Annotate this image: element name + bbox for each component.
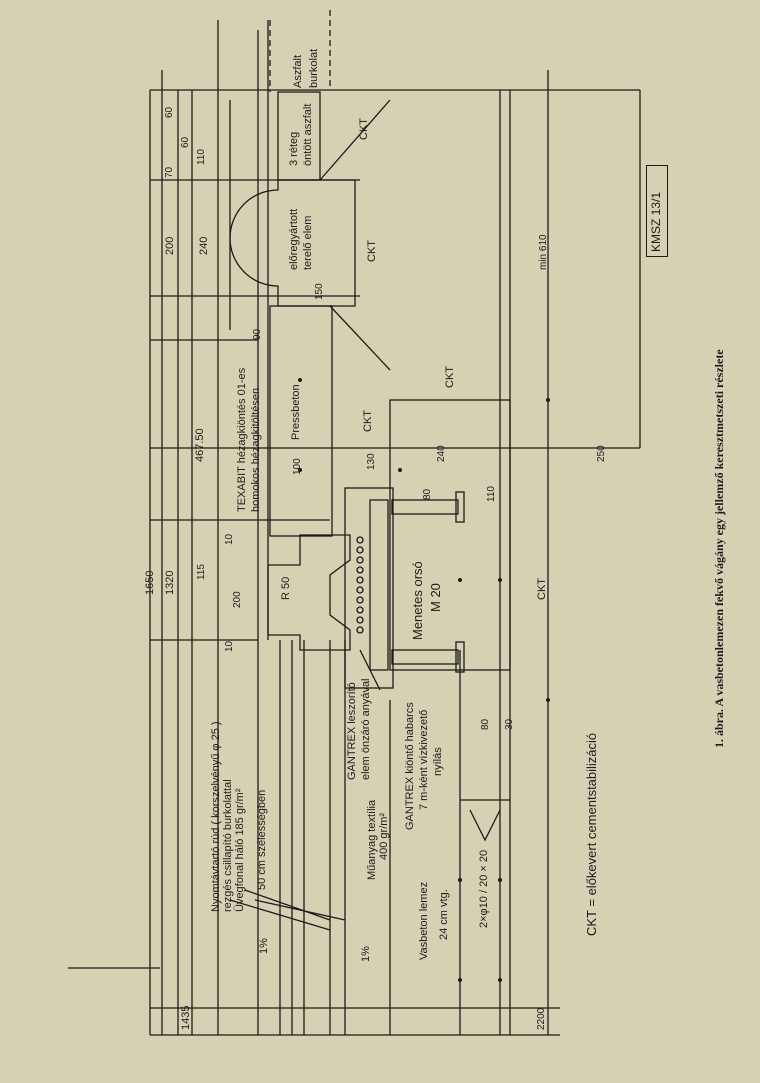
- gantrex-label-b: elem önzáró anyával: [360, 678, 372, 780]
- dim-130: 130: [366, 453, 377, 470]
- dim-90: 90: [252, 328, 263, 340]
- dim-467-50: 467.50: [194, 428, 206, 462]
- rebar-label: 2×φ10 / 20 × 20: [478, 849, 490, 928]
- reteg-label: 3 réteg: [288, 131, 300, 166]
- ckt-mid-label: CKT: [366, 240, 378, 262]
- anchor-bolt: [391, 499, 459, 515]
- pad-circles: [356, 536, 364, 634]
- ckt-definition: CKT = előkevert cementstabilizáció: [584, 732, 599, 936]
- kionto-label-c: nyílás: [432, 747, 444, 776]
- pressbeton-label: Pressbeton: [290, 384, 302, 440]
- kionto-label-a: GANTREX kiöntő habarcs: [404, 702, 416, 830]
- muanyag-label-a: Műanyag textília: [366, 799, 378, 880]
- dim-60-a: 60: [164, 106, 175, 118]
- dim-70: 70: [164, 166, 175, 178]
- kionto-label-b: 7 m-ként vízkivezető: [418, 709, 430, 810]
- nyomt-label-a: Nyomtávtartó rúd ( korszelvényű φ 25 ): [210, 721, 222, 912]
- guide-element: [229, 179, 356, 307]
- slope-label-1: 1%: [258, 938, 270, 954]
- dim-1320: 1320: [164, 570, 176, 595]
- nyomt-label-d: 50 cm szélességben: [256, 789, 268, 890]
- dim-min-610: min 610: [538, 234, 549, 270]
- drawing-code-box: KMSZ 13/1: [646, 165, 668, 257]
- burkolat-label: burkolat: [308, 48, 320, 88]
- dim-200-a: 200: [164, 236, 176, 255]
- dim-110-a: 110: [196, 149, 207, 165]
- ckt-right-label: CKT: [444, 366, 456, 388]
- dim-100: 100: [292, 458, 303, 475]
- ckt-top-label: CKT: [358, 118, 370, 140]
- dim-60-b: 60: [180, 136, 191, 148]
- vasbeton-label-b: 24 cm vtg.: [438, 889, 450, 940]
- dim-200-b: 200: [232, 591, 243, 608]
- dim-2200: 2200: [536, 1007, 547, 1030]
- slope-label-2: 1%: [360, 946, 372, 962]
- dim-150: 150: [314, 283, 325, 300]
- elem-label-b: terelő elem: [302, 215, 314, 270]
- muanyag-label-b: 400 gr/m²: [378, 812, 390, 860]
- nyomt-label-c: Üvegfonal háló 185 gr/m²: [234, 788, 246, 912]
- ckt-center-label: CKT: [362, 410, 374, 432]
- menetes-label-b: M 20: [428, 583, 443, 612]
- dim-10-b: 10: [224, 640, 235, 652]
- dim-110-b: 110: [486, 486, 497, 502]
- figure-caption: 1. ábra. A vasbetonlemezen fekvő vágány …: [712, 349, 726, 748]
- texabit-label-a: TEXABIT hézagkiöntés 01-es: [236, 367, 248, 512]
- dim-80-a: 80: [422, 488, 433, 500]
- dim-10-a: 10: [224, 533, 235, 545]
- dim-80-b: 80: [480, 718, 491, 730]
- drawing-code: KMSZ 13/1: [649, 191, 663, 252]
- elem-label-a: előregyártott: [288, 208, 300, 270]
- dim-115: 115: [196, 564, 207, 580]
- nyomt-label-b: rezgés csillapító burkolattal: [222, 779, 234, 912]
- dim-1435: 1435: [180, 1005, 192, 1030]
- dim-1650: 1650: [144, 570, 156, 595]
- dim-250: 250: [596, 445, 607, 462]
- rail-profile: [267, 534, 351, 651]
- r50-label: R 50: [280, 576, 292, 600]
- texabit-label-b: homokos hézagkitöltésen: [250, 387, 262, 512]
- dim-240-b: 240: [436, 445, 447, 462]
- vasbeton-label-a: Vasbeton lemez: [418, 881, 430, 960]
- menetes-label-a: Menetes orsó: [410, 561, 425, 640]
- ontott-label: öntött aszfalt: [302, 103, 314, 166]
- aszfalt-label: Aszfalt: [292, 54, 304, 88]
- dim-30: 30: [504, 718, 515, 730]
- ckt-bottom-label: CKT: [536, 578, 548, 600]
- dim-240-a: 240: [198, 236, 210, 255]
- gantrex-label-a: GANTREX leszorító: [346, 682, 358, 780]
